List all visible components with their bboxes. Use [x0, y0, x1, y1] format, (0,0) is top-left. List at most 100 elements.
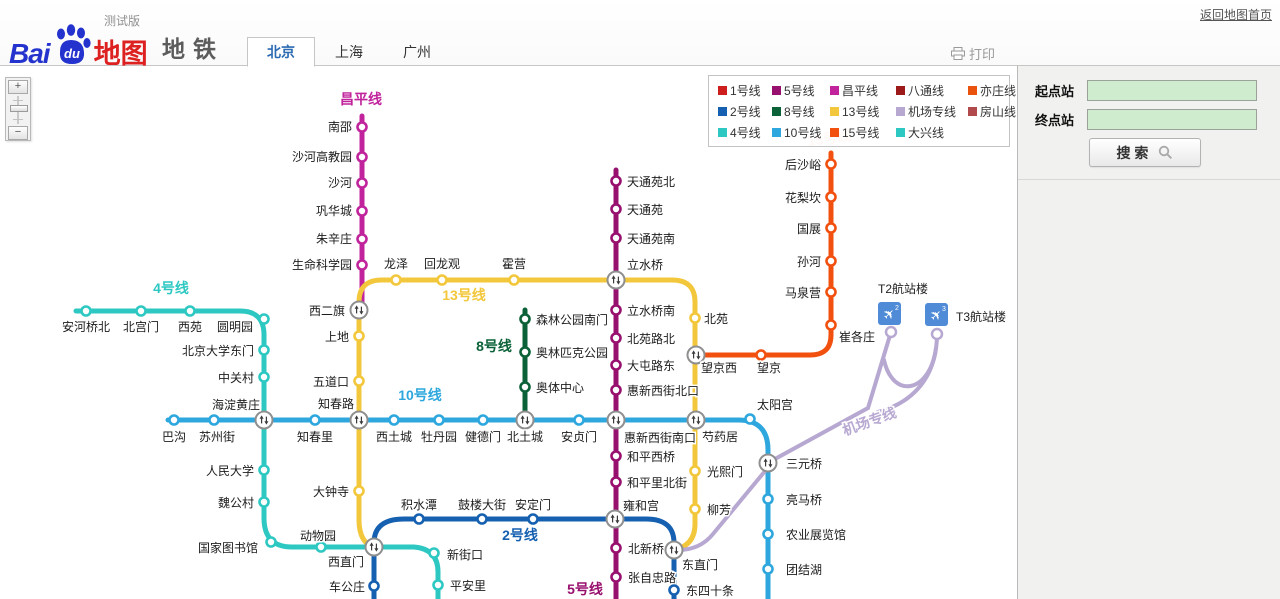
station-dot[interactable]: [610, 450, 622, 462]
station-dot[interactable]: [258, 313, 270, 325]
terminal-icon-box[interactable]: [925, 303, 948, 326]
station-dot[interactable]: [477, 414, 489, 426]
station-label[interactable]: 大屯路东: [626, 357, 677, 375]
station-dot[interactable]: [762, 528, 774, 540]
station-label[interactable]: 安河桥北: [60, 318, 111, 336]
station-dot[interactable]: [356, 151, 368, 163]
station-label[interactable]: 知春里: [295, 429, 334, 446]
station-label[interactable]: 柳芳: [706, 502, 733, 519]
station-dot[interactable]: [825, 191, 837, 203]
station-label[interactable]: 巩华城: [314, 203, 353, 220]
transfer-station-icon[interactable]: [606, 270, 626, 290]
station-dot[interactable]: [208, 414, 220, 426]
transfer-station-icon[interactable]: [605, 509, 625, 529]
station-label[interactable]: 回龙观: [422, 256, 461, 273]
transfer-station-icon[interactable]: [686, 345, 706, 365]
station-label[interactable]: 孙河: [795, 254, 822, 271]
tab-beijing[interactable]: 北京: [247, 37, 315, 67]
zoom-out-button[interactable]: −: [8, 126, 28, 140]
station-label[interactable]: 天通苑南: [626, 230, 677, 248]
station-dot[interactable]: [356, 121, 368, 133]
station-label[interactable]: 北苑: [703, 311, 730, 328]
station-dot[interactable]: [168, 414, 180, 426]
station-dot[interactable]: [689, 503, 701, 515]
station-dot[interactable]: [433, 414, 445, 426]
station-dot[interactable]: [762, 493, 774, 505]
station-label[interactable]: 望京西: [700, 360, 739, 377]
tab-guangzhou[interactable]: 广州: [403, 44, 431, 60]
station-label[interactable]: 亮马桥: [785, 491, 824, 509]
station-label[interactable]: 崔各庄: [838, 328, 877, 346]
station-dot[interactable]: [610, 232, 622, 244]
transfer-station-icon[interactable]: [254, 410, 274, 430]
station-label[interactable]: 北土城: [505, 429, 544, 446]
station-label[interactable]: 健德门: [463, 428, 502, 446]
station-label[interactable]: 巴沟: [160, 429, 187, 446]
station-label[interactable]: 南邵: [326, 118, 353, 136]
station-label[interactable]: 安贞门: [559, 428, 598, 446]
station-dot[interactable]: [755, 349, 767, 361]
station-label[interactable]: 东直门: [681, 556, 720, 574]
station-dot[interactable]: [825, 255, 837, 267]
station-label[interactable]: 三元桥: [785, 456, 824, 473]
station-label[interactable]: 天通苑北: [626, 174, 677, 191]
terminal-icon-box[interactable]: [878, 302, 901, 325]
station-label[interactable]: 西直门: [326, 553, 365, 571]
station-label[interactable]: 龙泽: [382, 256, 409, 273]
station-dot[interactable]: [258, 496, 270, 508]
station-label[interactable]: 和平里北街: [626, 475, 689, 492]
station-dot[interactable]: [315, 541, 327, 553]
station-label[interactable]: 沙河: [326, 175, 353, 192]
station-label[interactable]: 团结湖: [785, 561, 824, 579]
station-dot[interactable]: [610, 203, 622, 215]
station-dot[interactable]: [825, 222, 837, 234]
station-label[interactable]: 人民大学: [204, 462, 255, 480]
station-label[interactable]: 北京大学东门: [180, 342, 255, 360]
station-dot[interactable]: [432, 579, 444, 591]
station-label[interactable]: 北新桥: [627, 540, 666, 558]
station-dot[interactable]: [388, 414, 400, 426]
station-dot[interactable]: [80, 305, 92, 317]
station-dot[interactable]: [309, 414, 321, 426]
station-dot[interactable]: [527, 513, 539, 525]
transfer-station-icon[interactable]: [606, 410, 626, 430]
start-station-input[interactable]: [1087, 80, 1257, 101]
station-label[interactable]: 北宫门: [121, 318, 160, 336]
station-label[interactable]: 惠新西街南口: [623, 429, 698, 447]
station-label[interactable]: 天通苑: [626, 202, 665, 219]
station-label[interactable]: 后沙峪: [783, 157, 822, 174]
station-label[interactable]: 立水桥南: [626, 302, 677, 320]
station-label[interactable]: 沙河高教园: [290, 148, 353, 166]
station-dot[interactable]: [610, 571, 622, 583]
station-label[interactable]: 车公庄: [327, 578, 366, 596]
station-label[interactable]: 知春路: [316, 395, 355, 413]
station-dot[interactable]: [610, 359, 622, 371]
station-label[interactable]: 农业展览馆: [785, 526, 848, 544]
station-label[interactable]: 圆明园: [215, 319, 254, 336]
back-to-map-home-link[interactable]: 返回地图首页: [1199, 8, 1272, 22]
station-dot[interactable]: [825, 158, 837, 170]
station-label[interactable]: 平安里: [449, 577, 488, 595]
transfer-station-icon[interactable]: [515, 410, 535, 430]
station-label[interactable]: 牡丹园: [419, 428, 458, 446]
airport-station-dot[interactable]: [930, 327, 944, 341]
station-dot[interactable]: [508, 274, 520, 286]
station-label[interactable]: 张自忠路: [627, 569, 678, 587]
station-dot[interactable]: [610, 304, 622, 316]
station-dot[interactable]: [519, 313, 531, 325]
station-label[interactable]: 大钟寺: [311, 483, 350, 501]
transfer-station-icon[interactable]: [758, 453, 778, 473]
station-dot[interactable]: [356, 205, 368, 217]
station-label[interactable]: 魏公村: [216, 494, 255, 512]
station-label[interactable]: 立水桥: [626, 256, 665, 274]
station-label[interactable]: 望京: [755, 360, 782, 377]
station-label[interactable]: 东四十条: [685, 583, 736, 599]
station-dot[interactable]: [356, 233, 368, 245]
station-dot[interactable]: [825, 286, 837, 298]
station-dot[interactable]: [428, 547, 440, 559]
station-label[interactable]: 生命科学园: [290, 256, 353, 274]
station-label[interactable]: 上地: [323, 329, 350, 346]
baidu-logo[interactable]: Bai du 地图: [9, 24, 148, 68]
print-button[interactable]: 打印: [951, 44, 995, 63]
station-label[interactable]: 森林公园南门: [535, 311, 610, 329]
